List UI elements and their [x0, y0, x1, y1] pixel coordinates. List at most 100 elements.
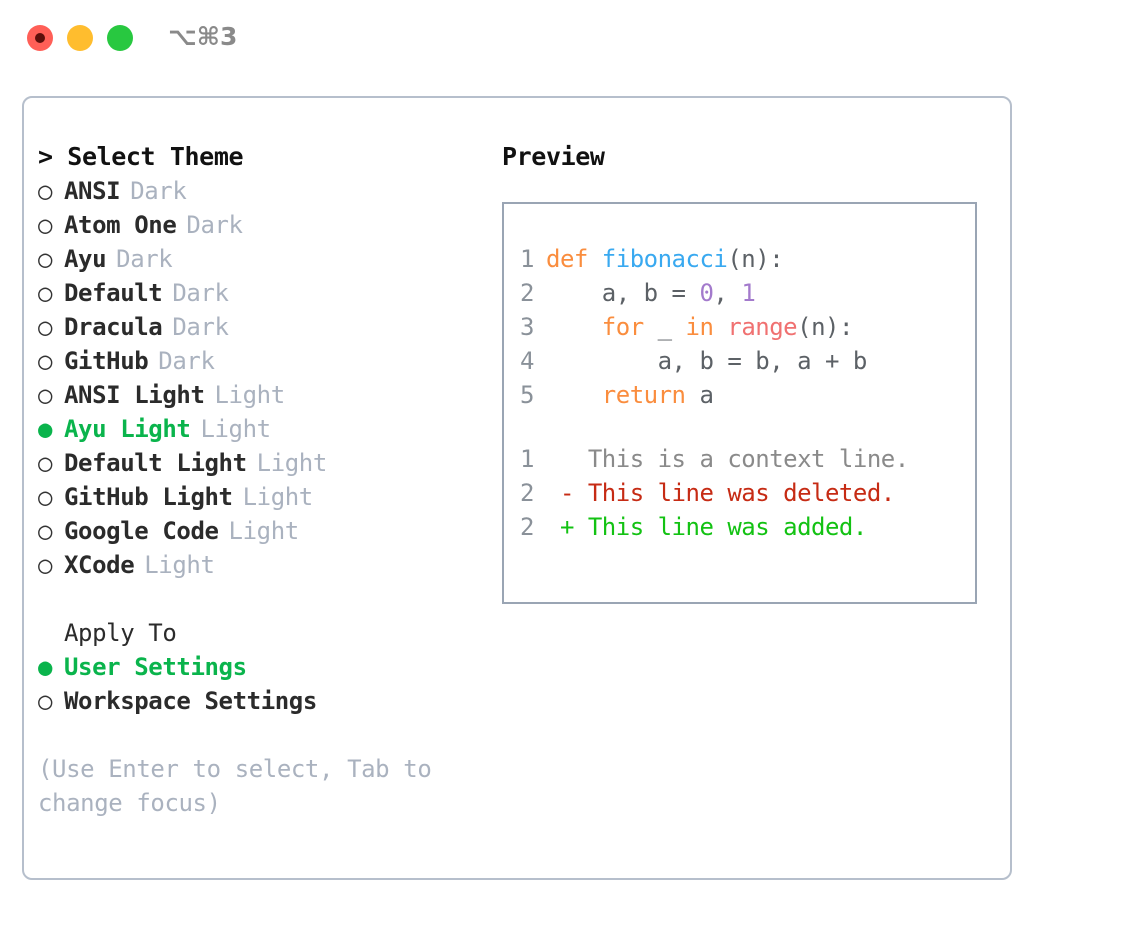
radio-unselected-icon: ○ [38, 517, 53, 545]
theme-option-github[interactable]: ○ GitHub Dark [38, 344, 478, 378]
theme-option-variant: Light [256, 449, 328, 477]
token-pl: (n): [797, 313, 853, 341]
theme-option-label: XCode [64, 551, 135, 579]
theme-option-label: Atom One [64, 211, 177, 239]
theme-option-google-code[interactable]: ○ Google Code Light [38, 514, 478, 548]
theme-option-variant: Dark [158, 347, 215, 375]
radio-selected-icon: ● [38, 415, 53, 443]
code-text: return a [546, 378, 714, 412]
token-pl [546, 313, 602, 341]
code-text: for _ in range(n): [546, 310, 854, 344]
radio-unselected-icon: ○ [38, 313, 53, 341]
radio-unselected-icon: ○ [38, 211, 53, 239]
theme-option-ansi-light[interactable]: ○ ANSI Light Light [38, 378, 478, 412]
theme-option-variant: Dark [172, 313, 229, 341]
line-number: 4 [520, 347, 534, 375]
token-num: 1 [741, 279, 756, 307]
theme-option-label: GitHub [64, 347, 149, 375]
line-number: 2 [520, 513, 534, 541]
close-button-icon[interactable] [27, 25, 53, 51]
keyboard-shortcut-label: ⌥⌘3 [168, 22, 238, 51]
apply-to-title: Apply To [64, 619, 177, 647]
traffic-lights [27, 25, 133, 51]
theme-option-label: Default Light [64, 449, 247, 477]
token-ctx: This is a context line. [546, 445, 909, 473]
code-line: 4 a, b = b, a + b [504, 344, 975, 378]
theme-option-variant: Light [242, 483, 314, 511]
token-fn: fibonacci [601, 245, 728, 273]
token-pl [713, 313, 727, 341]
section-spacer [38, 582, 478, 616]
apply-to-option-user-settings[interactable]: ● User Settings [38, 650, 478, 684]
apply-to-option-label: User Settings [64, 653, 247, 681]
token-kw: return [601, 381, 686, 409]
theme-option-github-light[interactable]: ○ GitHub Light Light [38, 480, 478, 514]
token-add: + This line was added. [546, 513, 867, 541]
line-number: 5 [520, 381, 534, 409]
token-pl: (n): [727, 245, 784, 273]
theme-option-variant: Dark [116, 245, 173, 273]
page-title: > Select Theme [38, 142, 244, 171]
theme-option-ansi[interactable]: ○ ANSI Dark [38, 174, 478, 208]
theme-option-variant: Dark [186, 211, 243, 239]
theme-option-variant: Dark [172, 279, 229, 307]
apply-to-option-workspace-settings[interactable]: ○Workspace Settings [38, 684, 478, 718]
diff-line: 2 - This line was deleted. [504, 476, 975, 510]
diff-line: 1 This is a context line. [504, 442, 975, 476]
maximize-button-icon[interactable] [107, 25, 133, 51]
radio-unselected-icon: ○ [38, 177, 53, 205]
theme-option-label: Ayu Light [64, 415, 191, 443]
token-pl: a [685, 381, 714, 409]
diff-text: - This line was deleted. [546, 476, 895, 510]
radio-selected-icon: ● [38, 653, 53, 681]
line-number: 1 [520, 245, 534, 273]
token-pl: a, b = b, a + b [546, 347, 868, 375]
theme-option-label: Google Code [64, 517, 219, 545]
radio-unselected-icon: ○ [38, 245, 53, 273]
token-kw: in [685, 313, 714, 341]
theme-option-variant: Light [228, 517, 300, 545]
apply-to-option-list: ● User Settings ○Workspace Settings [38, 650, 478, 718]
theme-option-variant: Light [214, 381, 286, 409]
theme-option-dracula[interactable]: ○ Dracula Dark [38, 310, 478, 344]
theme-option-label: Dracula [64, 313, 163, 341]
code-text: def fibonacci(n): [546, 242, 784, 276]
token-pl [546, 381, 602, 409]
theme-option-ayu[interactable]: ○ Ayu Dark [38, 242, 478, 276]
radio-unselected-icon: ○ [38, 483, 53, 511]
radio-unselected-icon: ○ [38, 347, 53, 375]
theme-option-atom-one[interactable]: ○ Atom One Dark [38, 208, 478, 242]
window-titlebar: ⌥⌘3 [0, 0, 1140, 78]
theme-option-label: Ayu [64, 245, 107, 273]
line-number: 3 [520, 313, 534, 341]
theme-option-label: ANSI Light [64, 381, 205, 409]
theme-option-ayu-light[interactable]: ● Ayu Light Light [38, 412, 478, 446]
token-num: 0 [699, 279, 714, 307]
theme-option-variant: Dark [130, 177, 187, 205]
radio-unselected-icon: ○ [38, 381, 53, 409]
line-number: 1 [520, 445, 534, 473]
token-pl: , [713, 279, 742, 307]
radio-unselected-icon: ○ [38, 551, 53, 579]
code-line: 3 for _ in range(n): [504, 310, 975, 344]
diff-line: 2 + This line was added. [504, 510, 975, 544]
radio-unselected-icon: ○ [38, 449, 53, 477]
theme-option-default-light[interactable]: ○ Default Light Light [38, 446, 478, 480]
radio-unselected-icon: ○ [38, 279, 53, 307]
diff-text: This is a context line. [546, 442, 909, 476]
code-line: 1 def fibonacci(n): [504, 242, 975, 276]
token-kw: def [546, 245, 602, 273]
minimize-button-icon[interactable] [67, 25, 93, 51]
code-diff-gap [504, 412, 975, 442]
theme-option-label: ANSI [64, 177, 121, 205]
theme-option-label: GitHub Light [64, 483, 233, 511]
theme-option-variant: Light [200, 415, 271, 443]
